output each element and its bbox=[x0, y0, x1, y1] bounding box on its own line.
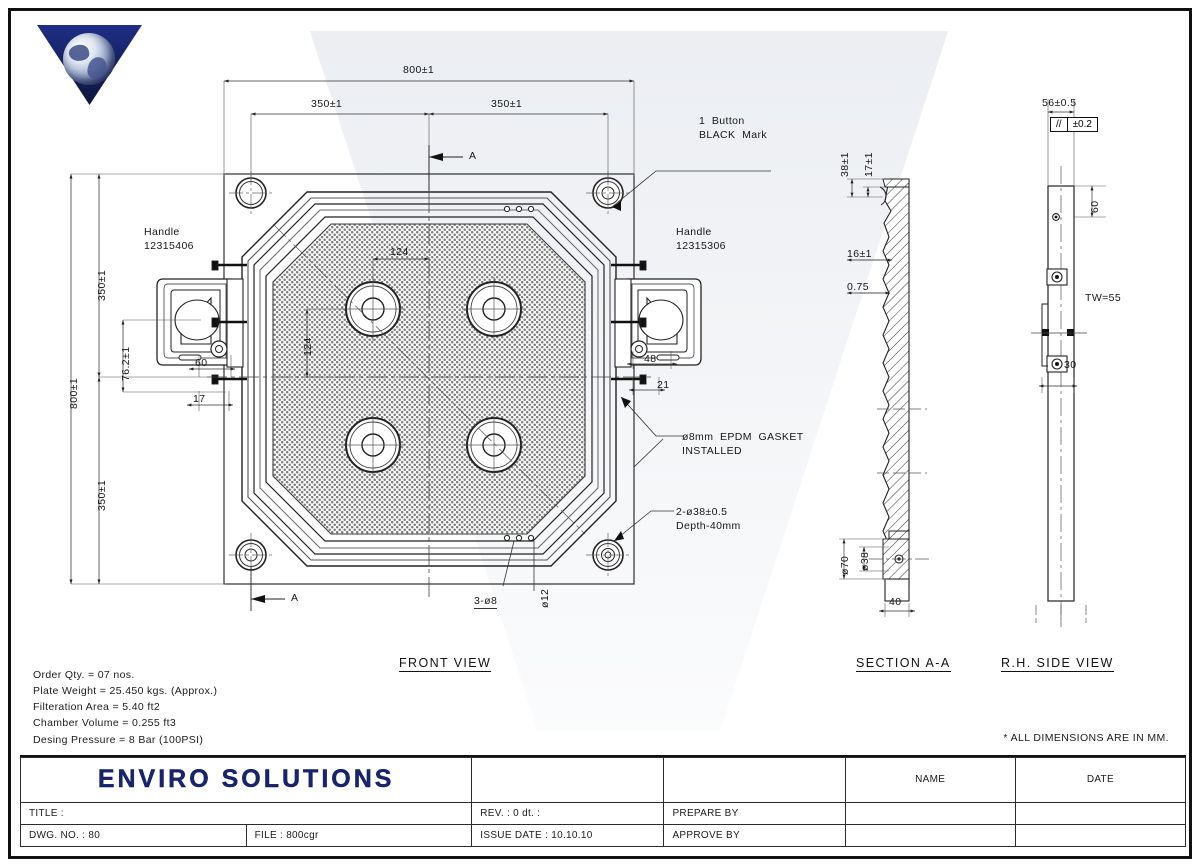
section-dim-40: 40 bbox=[889, 596, 902, 608]
side-dim-30: 30 bbox=[1064, 359, 1077, 371]
company-cell: ENVIRO SOLUTIONS bbox=[19, 757, 473, 803]
title-field[interactable]: TITLE : bbox=[19, 801, 473, 825]
dim-overall-height: 800±1 bbox=[68, 377, 80, 409]
side-dim-tw: TW=55 bbox=[1085, 292, 1122, 304]
section-dim-38: 38±1 bbox=[839, 152, 851, 177]
dim-17: 17 bbox=[193, 393, 206, 405]
dim-pitch-x: 124 bbox=[390, 246, 409, 258]
note-gasket: ø8mm EPDM GASKET INSTALLED bbox=[682, 431, 804, 458]
approve-by-field[interactable]: APPROVE BY bbox=[663, 823, 846, 848]
dim-half-bottom: 350±1 bbox=[96, 479, 108, 511]
dim-21: 21 bbox=[657, 379, 670, 391]
side-dim-60: 60 bbox=[1089, 200, 1101, 213]
prepare-by-field[interactable]: PREPARE BY bbox=[663, 801, 846, 825]
parallelism-tolerance-frame: // ±0.2 bbox=[1050, 117, 1098, 132]
dim-pitch-y: 124 bbox=[302, 337, 314, 356]
dwg-no-field[interactable]: DWG. NO. : 80 bbox=[20, 823, 247, 848]
dim-overall-width: 800±1 bbox=[403, 64, 435, 76]
note-button-mark: 1 Button BLACK Mark bbox=[699, 115, 767, 142]
tb-blank-1[interactable] bbox=[471, 757, 665, 803]
rev-field[interactable]: REV. : 0 dt. : bbox=[471, 801, 665, 825]
all-dimensions-note: * ALL DIMENSIONS ARE IN MM. bbox=[1003, 732, 1169, 744]
issue-date-field[interactable]: ISSUE DATE : 10.10.10 bbox=[471, 823, 665, 848]
note-d12: ø12 bbox=[539, 588, 551, 608]
specification-notes: Order Qty. = 07 nos. Plate Weight = 25.4… bbox=[33, 668, 218, 746]
side-view-caption: R.H. SIDE VIEW bbox=[1001, 656, 1114, 672]
prepare-name-field[interactable] bbox=[844, 801, 1016, 825]
note-handle-right: Handle 12315306 bbox=[676, 226, 726, 253]
side-dim-56: 56±0.5 bbox=[1042, 97, 1077, 109]
section-view-caption: SECTION A-A bbox=[856, 656, 951, 672]
engineering-drawing bbox=[69, 79, 1106, 627]
dim-60: 60 bbox=[195, 357, 208, 369]
note-handle-left: Handle 12315406 bbox=[144, 226, 194, 253]
approve-name-field[interactable] bbox=[844, 823, 1016, 848]
parallelism-value: ±0.2 bbox=[1072, 119, 1092, 130]
dim-handle-center: 76.2±1 bbox=[120, 346, 132, 381]
company-name: ENVIRO SOLUTIONS bbox=[97, 765, 395, 794]
section-dim-d70: ø70 bbox=[839, 555, 851, 575]
section-mark-bottom: A bbox=[291, 592, 299, 604]
parallelism-symbol: // bbox=[1051, 118, 1068, 131]
section-dim-075: 0.75 bbox=[847, 281, 870, 293]
dim-half-top: 350±1 bbox=[96, 269, 108, 301]
name-header: NAME bbox=[844, 757, 1016, 803]
note-ports: 2-ø38±0.5 Depth-40mm bbox=[676, 506, 741, 533]
front-view-caption: FRONT VIEW bbox=[399, 656, 492, 672]
dim-half-left: 350±1 bbox=[311, 98, 343, 110]
prepare-date-field[interactable] bbox=[1014, 801, 1187, 825]
approve-date-field[interactable] bbox=[1014, 823, 1187, 848]
drawing-border: 800±1 350±1 350±1 800±1 350±1 350±1 76.2… bbox=[8, 8, 1192, 859]
section-mark-top: A bbox=[469, 150, 477, 162]
file-field[interactable]: FILE : 800cgr bbox=[245, 823, 473, 848]
section-dim-d38: ø38 bbox=[859, 551, 871, 571]
section-dim-16: 16±1 bbox=[847, 248, 872, 260]
section-dim-17: 17±1 bbox=[863, 152, 875, 177]
globe-icon bbox=[63, 33, 115, 85]
note-3x8: 3-ø8 bbox=[474, 594, 498, 610]
dim-48: 48 bbox=[644, 353, 657, 365]
title-block: ENVIRO SOLUTIONS NAME DATE TITLE : REV. … bbox=[19, 755, 1187, 848]
date-header: DATE bbox=[1014, 757, 1187, 803]
tb-blank-2[interactable] bbox=[663, 757, 846, 803]
company-logo bbox=[37, 25, 142, 105]
dim-half-right: 350±1 bbox=[491, 98, 523, 110]
